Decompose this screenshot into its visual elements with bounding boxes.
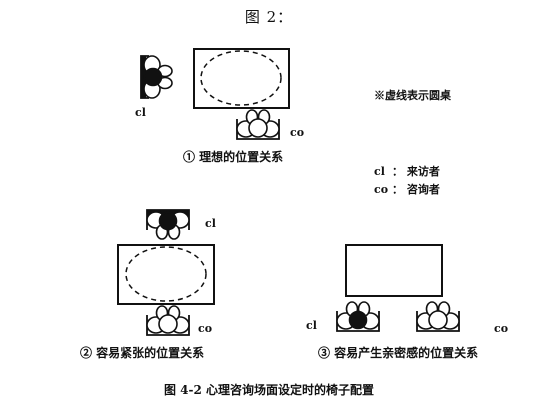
client-label-2: cl bbox=[205, 217, 216, 230]
legend-co-meaning: ： 咨询者 bbox=[392, 183, 440, 196]
caption-1: ① 理想的位置关系 bbox=[183, 150, 284, 164]
arrangement-2 bbox=[117, 209, 215, 336]
client-label-1: cl bbox=[135, 106, 146, 119]
legend-co-code: co bbox=[374, 183, 389, 196]
counselor-label-2: co bbox=[198, 322, 213, 335]
legend-cl-meaning: ： 来访者 bbox=[392, 165, 440, 178]
client-figure-3 bbox=[336, 301, 380, 332]
client-label-3: cl bbox=[306, 319, 317, 332]
legend-cl-code: cl bbox=[374, 165, 385, 178]
counselor-figure-1 bbox=[236, 109, 280, 140]
table-2 bbox=[117, 244, 215, 305]
counselor-figure-3 bbox=[416, 301, 460, 332]
figure-header: 图 2： bbox=[244, 8, 294, 26]
arrangement-1 bbox=[140, 48, 290, 140]
counselor-label-3: co bbox=[494, 322, 509, 335]
table-1 bbox=[193, 48, 290, 109]
arrangement-3 bbox=[336, 244, 460, 332]
caption-2: ② 容易紧张的位置关系 bbox=[80, 346, 205, 360]
caption-3: ③ 容易产生亲密感的位置关系 bbox=[318, 346, 479, 360]
counselor-figure-2 bbox=[146, 305, 190, 336]
dashed-line-note: ※虚线表示圆桌 bbox=[374, 89, 451, 102]
round-table-outline-2 bbox=[125, 246, 207, 302]
figure-caption: 图 4-2 心理咨询场面设定时的椅子配置 bbox=[163, 383, 375, 397]
table-3 bbox=[345, 244, 443, 297]
client-figure-2 bbox=[146, 209, 190, 240]
counselor-label-1: co bbox=[290, 126, 305, 139]
client-figure-1 bbox=[140, 55, 173, 99]
round-table-outline-1 bbox=[200, 50, 282, 106]
